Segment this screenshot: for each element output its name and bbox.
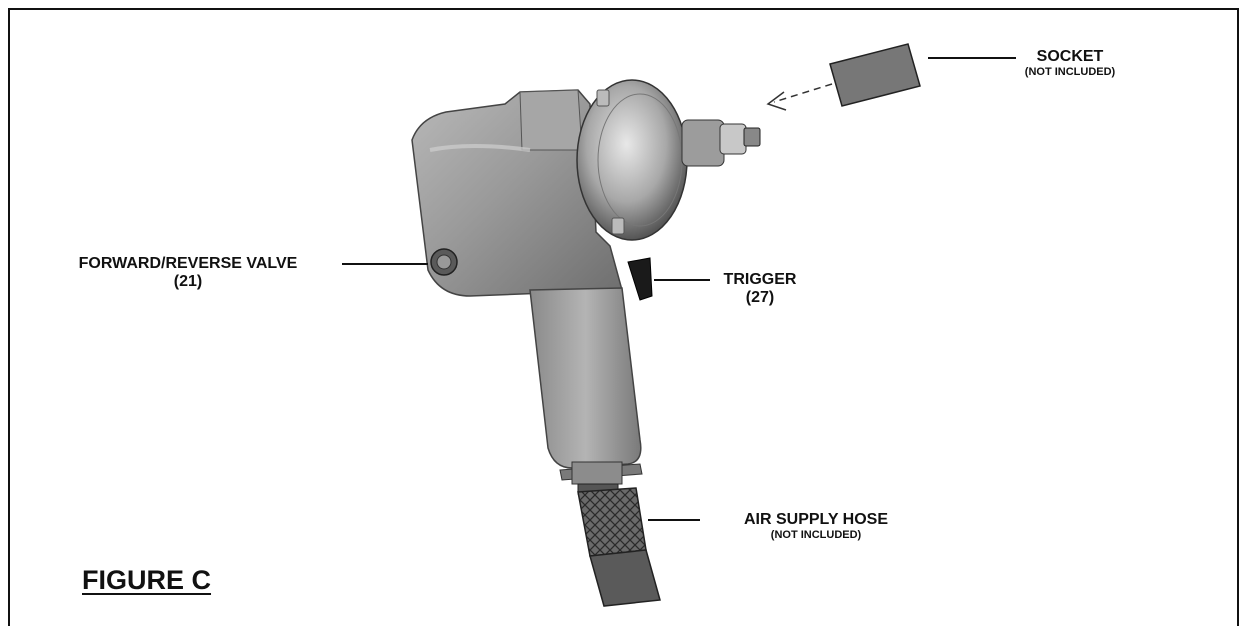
forward-reverse-valve-label: FORWARD/REVERSE VALVE [78, 255, 298, 272]
forward-reverse-valve-ref: (21) [173, 273, 203, 291]
forward-reverse-valve-callout: FORWARD/REVERSE VALVE (21) [28, 255, 348, 292]
figure-frame [8, 8, 1239, 626]
trigger-label: TRIGGER [723, 271, 797, 288]
wrench-housing [411, 89, 623, 297]
trigger-ref: (27) [745, 289, 775, 307]
forward-reverse-valve-part [430, 248, 458, 276]
anvil [681, 119, 761, 167]
air-supply-hose-note: (NOT INCLUDED) [770, 529, 862, 542]
pistol-grip [529, 287, 643, 481]
trigger-part [627, 257, 653, 301]
air-supply-hose-callout: AIR SUPPLY HOSE (NOT INCLUDED) [696, 511, 936, 542]
socket-note: (NOT INCLUDED) [1024, 66, 1116, 79]
air-supply-hose-label: AIR SUPPLY HOSE [743, 511, 889, 528]
figure-title: FIGURE C [82, 565, 212, 595]
air-hose-part [577, 487, 661, 607]
socket-callout: SOCKET (NOT INCLUDED) [1000, 48, 1140, 79]
socket-dashed-guide [773, 83, 833, 103]
socket-arrow-icon [766, 91, 787, 111]
hammer-case [576, 79, 688, 241]
trigger-callout: TRIGGER (27) [710, 271, 810, 308]
socket-label: SOCKET [1036, 48, 1104, 65]
socket-part [829, 43, 921, 107]
